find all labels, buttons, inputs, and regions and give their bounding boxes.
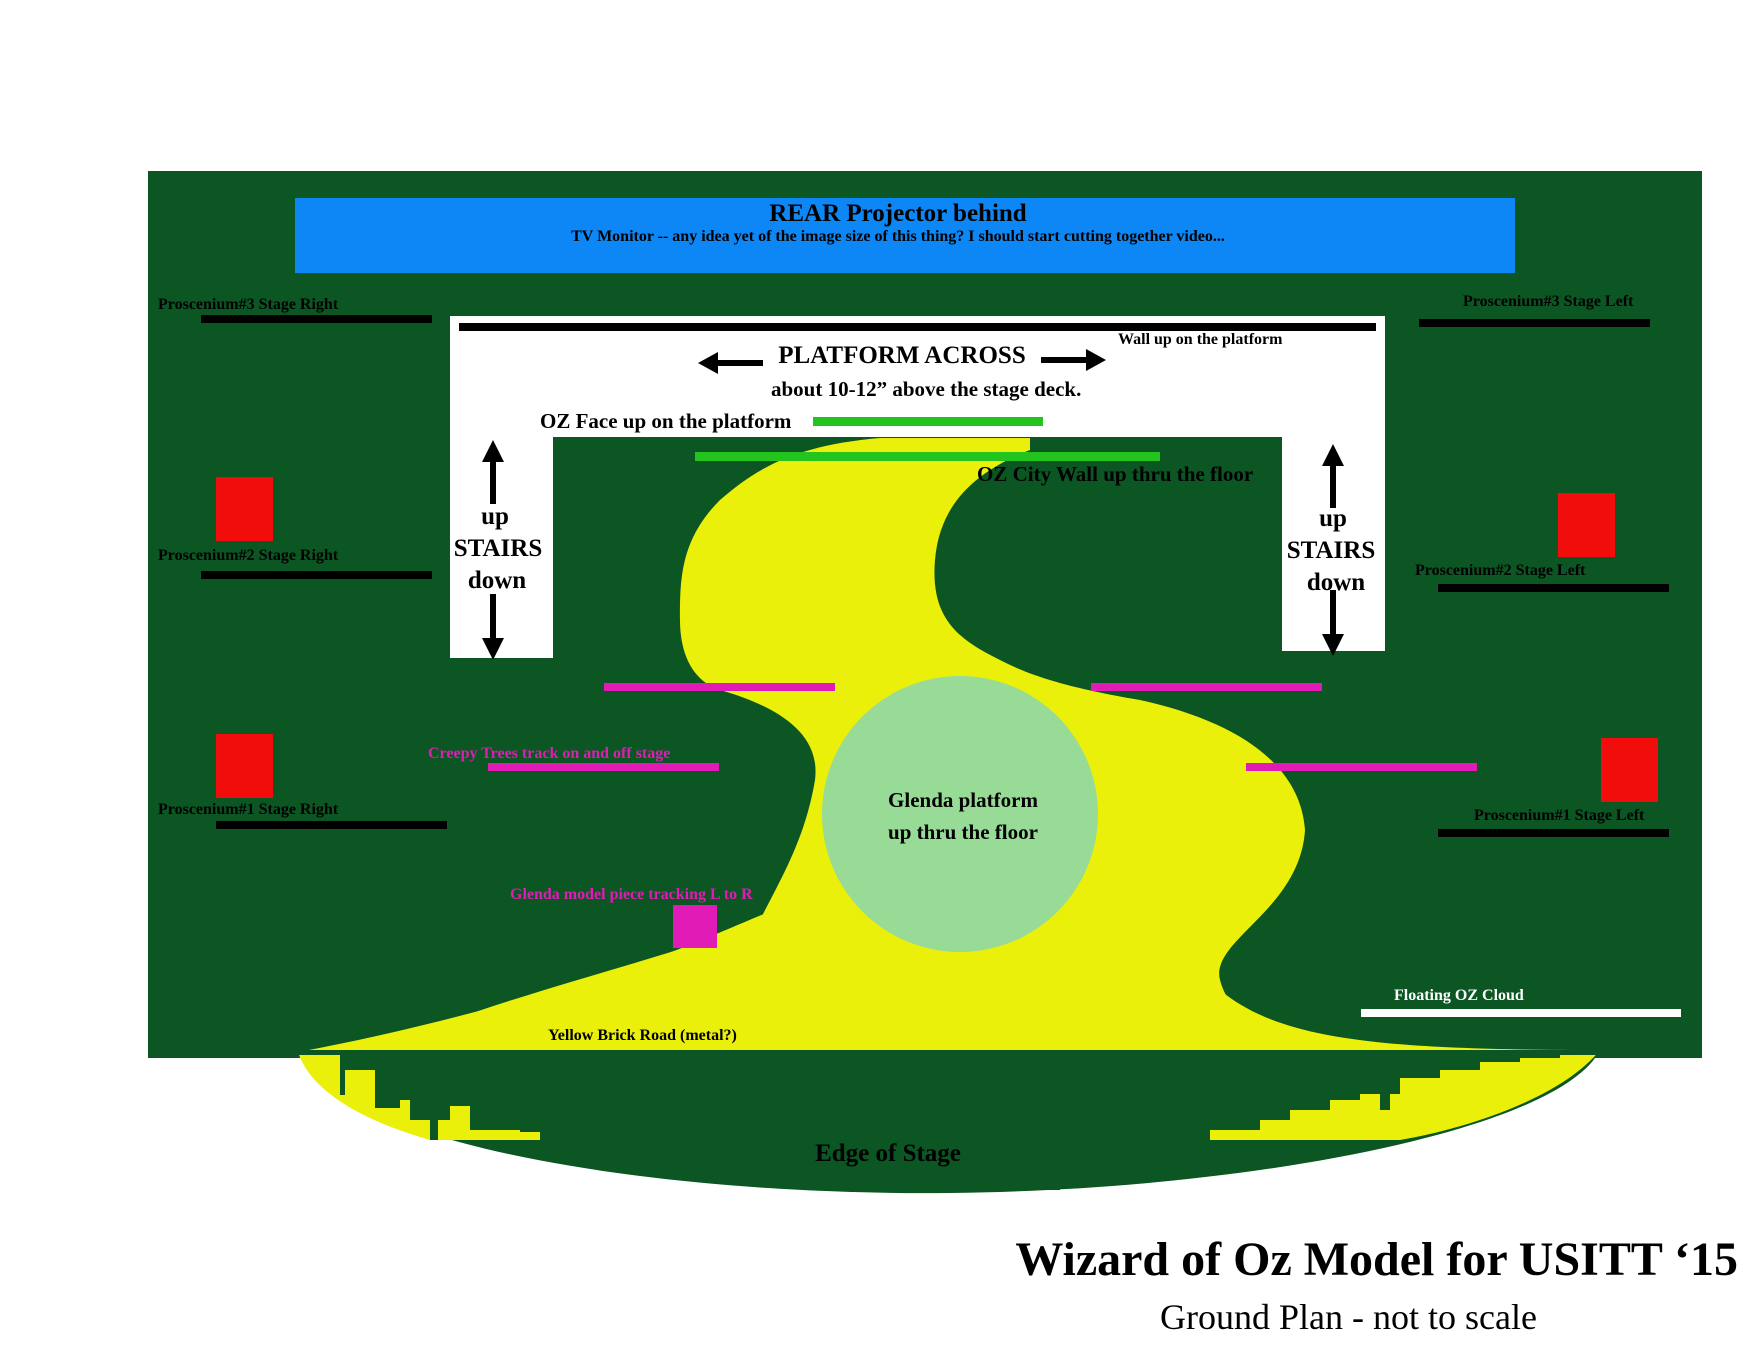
tree-track-left-upper [604,683,835,691]
p1-sl-label: Proscenium#1 Stage Left [1474,807,1645,824]
tree-track-right-upper [1091,683,1322,691]
right-stairs-up: up [1319,505,1347,532]
p1-sr-bar [216,821,447,829]
creepy-trees-label: Creepy Trees track on and off stage [428,745,670,762]
glenda-model-label: Glenda model piece tracking L to R [510,886,753,903]
p1-sl-bar [1438,829,1669,837]
p3-sr-bar [201,315,432,323]
oz-city-wall-label: OZ City Wall up thru the floor [977,462,1253,486]
right-stairs-down-arrow [1322,590,1344,656]
across-right-arrow [1041,349,1106,371]
right-stairs-down: down [1307,569,1365,596]
platform-wall [459,323,1376,331]
platform-height-label: about 10-12” above the stage deck. [771,377,1081,401]
tree-track-left-lower [488,763,719,771]
wall-label: Wall up on the platform [1118,331,1283,348]
cloud-bar [1361,1009,1681,1017]
p3-sl-bar [1419,319,1650,327]
projector-note: TV Monitor -- any idea yet of the image … [571,228,1225,245]
page-subtitle: Ground Plan - not to scale [1160,1297,1537,1337]
glenda-platform-line2: up thru the floor [888,820,1038,844]
p2-sl-label: Proscenium#2 Stage Left [1415,562,1586,579]
left-stairs-down: down [468,567,526,594]
platform [450,316,1385,658]
cloud-label: Floating OZ Cloud [1394,987,1524,1004]
left-stairs-name: STAIRS [454,535,542,562]
left-stairs-up: up [481,503,509,530]
edge-teeth [298,1050,1600,1190]
page-title: Wizard of Oz Model for USITT ‘15 [1015,1233,1738,1286]
oz-city-wall-bar [695,452,1160,461]
left-stairs-down-arrow [482,594,504,660]
road-label: Yellow Brick Road (metal?) [548,1027,737,1044]
rear-projector [295,198,1515,273]
p2-sr-red-block [216,477,273,541]
p1-sl-red-block [1601,738,1658,802]
across-left-arrow [698,352,763,374]
glenda-platform [822,676,1098,952]
p2-sr-label: Proscenium#2 Stage Right [158,547,339,564]
glenda-model-piece [673,905,717,948]
oz-face-bar [813,417,1043,426]
p1-sr-red-block [216,734,273,798]
glenda-platform-line1: Glenda platform [888,788,1038,812]
right-stairs-name: STAIRS [1287,537,1375,564]
tree-track-right-lower [1246,763,1477,771]
p3-sr-label: Proscenium#3 Stage Right [158,296,339,313]
p2-sl-bar [1438,584,1669,592]
platform-across-label: PLATFORM ACROSS [778,342,1025,369]
p2-sr-bar [201,571,432,579]
edge-of-stage-label: Edge of Stage [815,1140,961,1167]
right-stairs-up-arrow [1322,444,1344,508]
p1-sr-label: Proscenium#1 Stage Right [158,801,339,818]
p2-sl-red-block [1558,493,1615,557]
left-stairs-up-arrow [482,440,504,504]
p3-sl-label: Proscenium#3 Stage Left [1463,293,1634,310]
projector-title: REAR Projector behind [769,200,1026,227]
oz-face-label: OZ Face up on the platform [540,409,792,433]
